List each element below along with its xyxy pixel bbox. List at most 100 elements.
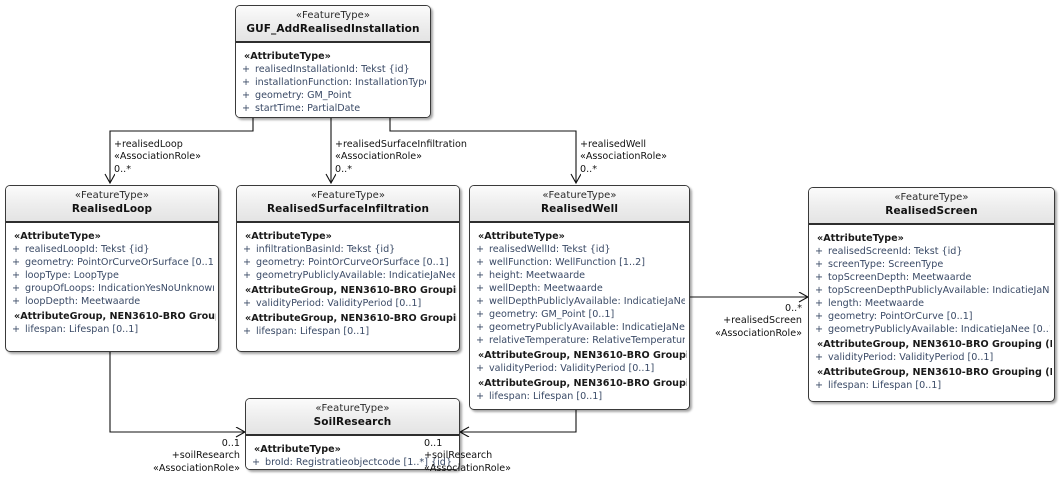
visibility-marker: +: [815, 271, 824, 283]
class-header: «FeatureType» SoilResearch: [246, 399, 459, 436]
class-body: «AttributeType» + realisedWellId: Tekst …: [470, 222, 689, 408]
class-header: «FeatureType» RealisedSurfaceInfiltratio…: [237, 186, 459, 223]
association-stereotype: «AssociationRole»: [335, 151, 423, 163]
class-stereotype: «FeatureType»: [315, 403, 390, 414]
attribute-group-label: «AttributeGroup, NEN3610-BRO Grouping (E…: [14, 310, 216, 322]
attribute-signature: validityPeriod: ValidityPeriod [0..1]: [489, 362, 655, 374]
attribute-group-label: «AttributeGroup, NEN3610-BRO Grouping (E…: [478, 377, 687, 389]
attribute-group-label: «AttributeType»: [245, 230, 332, 242]
attribute-signature: loopType: LoopType: [25, 269, 119, 281]
class-header: «FeatureType» RealisedScreen: [809, 188, 1054, 225]
attribute-group-label: «AttributeType»: [254, 443, 341, 455]
association-role: +realisedWell: [580, 139, 647, 150]
association-stereotype: «AssociationRole»: [114, 151, 202, 163]
attribute-row: + topScreenDepthPubliclyAvailable: Indic…: [811, 284, 1052, 297]
attribute-signature: height: Meetwaarde: [489, 269, 586, 281]
class-box-realisedloop[interactable]: «FeatureType» RealisedLoop «AttributeTyp…: [5, 185, 219, 352]
class-body: «AttributeType» + broId: Registratieobje…: [246, 435, 459, 469]
class-body: «AttributeType» + infiltrationBasinId: T…: [237, 222, 459, 343]
association-stereotype: «AssociationRole»: [580, 151, 668, 163]
attribute-row: + screenType: ScreenType: [811, 258, 1052, 271]
attribute-signature: wellFunction: WellFunction [1..2]: [489, 256, 645, 268]
attribute-row: + realisedInstallationId: Tekst {id}: [238, 63, 428, 76]
visibility-marker: +: [815, 379, 824, 391]
visibility-marker: +: [242, 89, 251, 101]
visibility-marker: +: [243, 243, 252, 255]
attribute-row: + geometryPubliclyAvailable: IndicatieJa…: [811, 323, 1052, 336]
association-stereotype: «AssociationRole»: [152, 462, 240, 474]
attribute-signature: wellDepthPubliclyAvailable: IndicatieJaN…: [489, 295, 685, 307]
class-box-realisedsurfaceinfiltration[interactable]: «FeatureType» RealisedSurfaceInfiltratio…: [236, 185, 460, 352]
visibility-marker: +: [476, 269, 485, 281]
visibility-marker: +: [815, 351, 824, 363]
visibility-marker: +: [12, 256, 21, 268]
class-box-guf-addrealisedinstallation[interactable]: «FeatureType» GUF_AddRealisedInstallatio…: [235, 5, 431, 118]
visibility-marker: +: [242, 102, 251, 114]
association-label-realisedsurfaceinfiltration: +realisedSurfaceInfiltration «Associatio…: [335, 139, 467, 176]
attribute-signature: loopDepth: Meetwaarde: [25, 295, 141, 307]
attribute-row: + realisedWellId: Tekst {id}: [472, 243, 687, 256]
class-body: «AttributeType» + realisedLoopId: Tekst …: [6, 222, 218, 341]
visibility-marker: +: [242, 76, 251, 88]
class-name: RealisedWell: [540, 202, 619, 215]
class-name: SoilResearch: [313, 415, 392, 428]
class-stereotype: «FeatureType»: [74, 190, 150, 201]
visibility-marker: +: [815, 284, 824, 296]
visibility-marker: +: [12, 295, 21, 307]
association-stereotype: «AssociationRole»: [424, 462, 512, 474]
visibility-marker: +: [476, 321, 485, 333]
attribute-row: + geometry: PointOrCurveOrSurface [0..1]: [8, 256, 216, 269]
attribute-signature: geometry: GM_Point: [255, 89, 352, 101]
class-box-realisedscreen[interactable]: «FeatureType» RealisedScreen «AttributeT…: [808, 187, 1055, 402]
attribute-signature: installationFunction: InstallationType: [255, 76, 426, 88]
visibility-marker: +: [476, 308, 485, 320]
attribute-signature: geometry: PointOrCurveOrSurface [0..1]: [256, 256, 449, 268]
attribute-row: + geometry: GM_Point [0..1]: [472, 308, 687, 321]
attribute-row: + topScreenDepth: Meetwaarde: [811, 271, 1052, 284]
association-role: +soilResearch: [424, 450, 493, 462]
attribute-row: + validityPeriod: ValidityPeriod [0..1]: [811, 351, 1052, 364]
class-name: RealisedScreen: [885, 204, 978, 217]
attribute-row: + loopDepth: Meetwaarde: [8, 295, 216, 308]
attribute-row: + geometry: PointOrCurveOrSurface [0..1]: [239, 256, 457, 269]
class-stereotype: «FeatureType»: [542, 190, 617, 201]
attribute-row: + validityPeriod: ValidityPeriod [0..1]: [472, 362, 687, 375]
class-stereotype: «FeatureType»: [310, 190, 386, 201]
attribute-signature: geometry: PointOrCurve [0..1]: [828, 310, 973, 322]
visibility-marker: +: [476, 256, 485, 268]
attribute-row: + wellDepth: Meetwaarde: [472, 282, 687, 295]
attribute-row: + geometryPubliclyAvailable: IndicatieJa…: [239, 269, 457, 282]
attribute-signature: geometry: GM_Point [0..1]: [489, 308, 615, 320]
attribute-signature: geometry: PointOrCurveOrSurface [0..1]: [25, 256, 214, 268]
visibility-marker: +: [242, 63, 251, 75]
attribute-row: + length: Meetwaarde: [811, 297, 1052, 310]
attribute-signature: realisedLoopId: Tekst {id}: [25, 243, 150, 255]
attribute-signature: geometryPubliclyAvailable: IndicatieJaNe…: [256, 269, 455, 281]
attribute-group-label: «AttributeType»: [14, 230, 101, 242]
attribute-row: + infiltrationBasinId: Tekst {id}: [239, 243, 457, 256]
visibility-marker: +: [815, 245, 824, 257]
class-stereotype: «FeatureType»: [894, 192, 969, 203]
attribute-signature: broId: Registratieobjectcode [1..*] {id}: [265, 456, 452, 468]
attribute-group-label: «AttributeGroup, NEN3610-BRO Grouping (E…: [478, 349, 687, 361]
attribute-row: + lifespan: Lifespan [0..1]: [472, 390, 687, 403]
attribute-signature: topScreenDepth: Meetwaarde: [828, 271, 972, 283]
class-box-realisedwell[interactable]: «FeatureType» RealisedWell «AttributeTyp…: [469, 185, 690, 410]
attribute-signature: relativeTemperature: RelativeTemperature…: [489, 334, 685, 346]
association-label-realisedscreen: 0..* +realisedScreen «AssociationRole»: [690, 303, 802, 340]
attribute-row: + relativeTemperature: RelativeTemperatu…: [472, 334, 687, 347]
class-box-soilresearch[interactable]: «FeatureType» SoilResearch «AttributeTyp…: [245, 398, 460, 470]
attribute-signature: lifespan: Lifespan [0..1]: [489, 390, 603, 402]
class-stereotype: «FeatureType»: [295, 10, 371, 21]
association-role: +soilResearch: [171, 450, 240, 462]
attribute-group-label: «AttributeType»: [478, 230, 565, 242]
attribute-signature: realisedScreenId: Tekst {id}: [828, 245, 963, 257]
class-body: «AttributeType» + realisedScreenId: Teks…: [809, 224, 1054, 397]
association-multiplicity: 0..*: [785, 303, 802, 314]
connector-realisedloop-to-soilresearch: [109, 352, 245, 432]
attribute-row: + startTime: PartialDate: [238, 102, 428, 115]
attribute-row: + realisedLoopId: Tekst {id}: [8, 243, 216, 256]
attribute-row: + height: Meetwaarde: [472, 269, 687, 282]
attribute-signature: lifespan: Lifespan [0..1]: [25, 323, 139, 335]
